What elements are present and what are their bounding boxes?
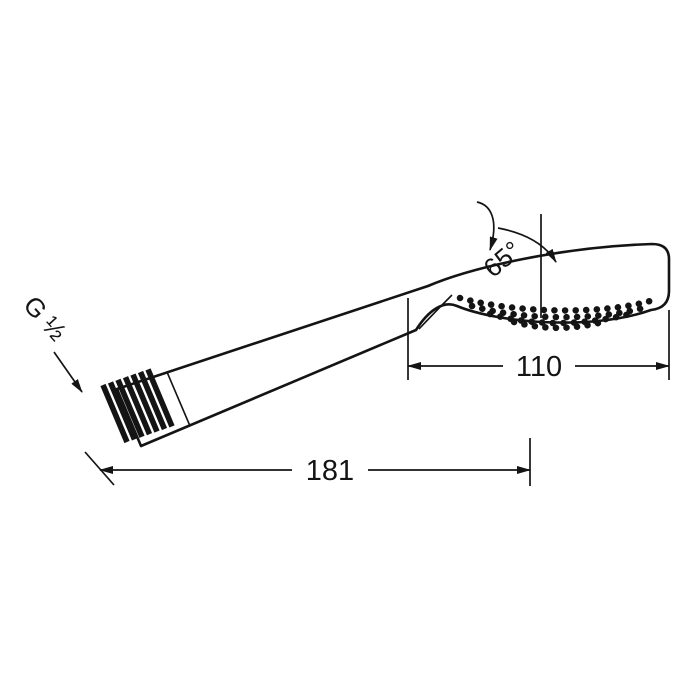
knurl-ribs: [100, 368, 175, 444]
thread-annotation: G ½: [18, 290, 83, 393]
extension-tick-left: [84, 451, 115, 486]
overall-length-value: 181: [306, 455, 354, 487]
dimension-head-width: 110: [407, 298, 670, 383]
thread-size-label: G ½: [18, 290, 73, 347]
nozzle-dot-row: [510, 317, 611, 332]
thread-leader-arrow: [53, 351, 83, 393]
nozzle-dot-row: [468, 302, 647, 321]
pivot-arrow: [476, 201, 498, 251]
shower-outline: [115, 242, 671, 448]
angle-value: 65°: [478, 235, 527, 283]
nozzle-dot-row: [486, 310, 634, 327]
head-width-value: 110: [516, 351, 562, 383]
dimension-overall-length: 181: [84, 438, 531, 487]
knurled-thread-connector: [100, 368, 175, 444]
hand-shower: [100, 242, 671, 448]
angle-annotation: 65°: [476, 201, 557, 318]
spray-nozzles: [456, 294, 654, 332]
collar-line: [166, 371, 191, 427]
nozzle-dot-row: [456, 294, 654, 314]
label-background: [292, 452, 368, 487]
label-background: [503, 348, 575, 383]
head-seam-line: [418, 294, 453, 330]
angle-arc: [497, 227, 557, 263]
